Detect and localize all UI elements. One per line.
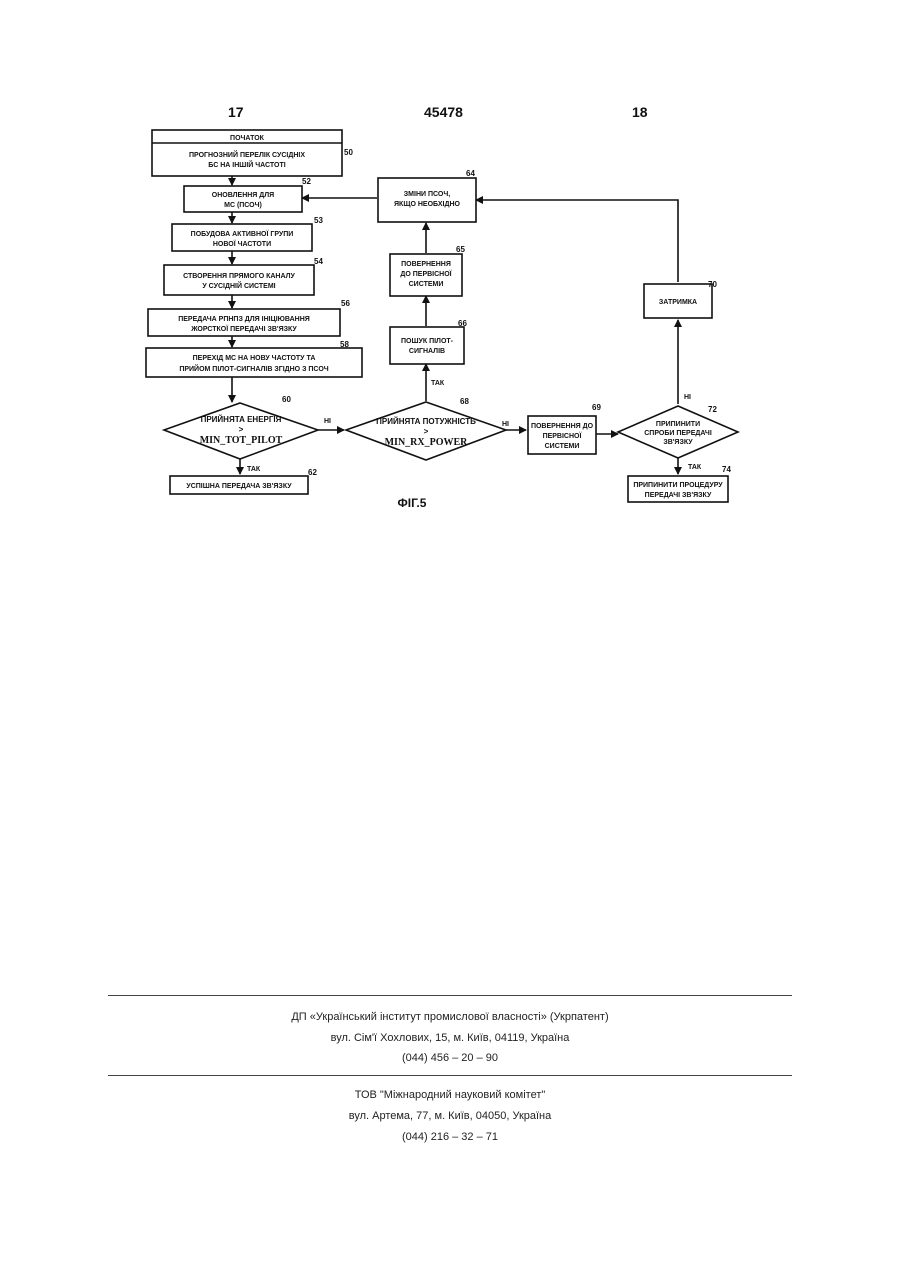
ref-60: 60 xyxy=(282,395,291,404)
box66-line2: СИГНАЛІВ xyxy=(409,348,445,355)
flowchart-figure-5: ПОЧАТОК ПРОГНОЗНИЙ ПЕРЕЛІК СУСІДНІХ БС Н… xyxy=(0,0,900,530)
box52-line1: ОНОВЛЕННЯ ДЛЯ xyxy=(212,192,274,199)
footer-phone1: (044) 456 – 20 – 90 xyxy=(0,1052,900,1064)
box62-label: УСПІШНА ПЕРЕДАЧА ЗВ'ЯЗКУ xyxy=(186,483,292,490)
ref-52: 52 xyxy=(302,177,311,186)
box58-line2: ПРИЙОМ ПІЛОТ-СИГНАЛІВ ЗГІДНО З ПСОЧ xyxy=(179,364,328,373)
dec60-no-label: НІ xyxy=(324,418,331,425)
dec72-line2: СПРОБИ ПЕРЕДАЧІ xyxy=(644,430,712,437)
box65-line2: ДО ПЕРВІСНОЇ xyxy=(400,270,452,278)
dec72-line1: ПРИПИНИТИ xyxy=(656,421,700,428)
ref-54: 54 xyxy=(314,257,323,266)
ref-58: 58 xyxy=(340,340,349,349)
dec60-yes-label: ТАК xyxy=(247,466,261,473)
box65-line3: СИСТЕМИ xyxy=(409,281,444,288)
dec60-line2: > xyxy=(239,425,244,434)
footer-addr1: вул. Сім'ї Хохлових, 15, м. Київ, 04119,… xyxy=(0,1032,900,1044)
figure-caption: ФІГ.5 xyxy=(398,496,427,510)
footer-phone2: (044) 216 – 32 – 71 xyxy=(0,1131,900,1143)
ref-68: 68 xyxy=(460,397,469,406)
dec68-line2: > xyxy=(424,427,429,436)
ref-70: 70 xyxy=(708,280,717,289)
dec68-no-label: НІ xyxy=(502,421,509,428)
box53-line1: ПОБУДОВА АКТИВНОЇ ГРУПИ xyxy=(191,230,294,238)
footer-rule-top xyxy=(108,995,792,996)
box69-line1: ПОВЕРНЕННЯ ДО xyxy=(531,423,594,430)
dec68-line3: MIN_RX_POWER xyxy=(385,437,469,448)
dec60-line3: MIN_TOT_PILOT xyxy=(200,435,283,446)
footer-org1: ДП «Український інститут промислової вла… xyxy=(0,1011,900,1023)
footer-org2: ТОВ "Міжнародний науковий комітет" xyxy=(0,1089,900,1101)
ref-53: 53 xyxy=(314,216,323,225)
box53-line2: НОВОЇ ЧАСТОТИ xyxy=(213,240,271,248)
box-54 xyxy=(164,265,314,295)
footer-addr2: вул. Артема, 77, м. Київ, 04050, Україна xyxy=(0,1110,900,1122)
box50-line2: БС НА ІНШІЙ ЧАСТОТІ xyxy=(208,160,285,169)
start-label: ПОЧАТОК xyxy=(230,135,265,142)
ref-56: 56 xyxy=(341,299,350,308)
box56-line2: ЖОРСТКОЇ ПЕРЕДАЧІ ЗВ'ЯЗКУ xyxy=(190,325,297,333)
box65-line1: ПОВЕРНЕННЯ xyxy=(401,261,451,268)
box-64 xyxy=(378,178,476,222)
box64-line2: ЯКЩО НЕОБХІДНО xyxy=(394,201,461,208)
box69-line3: СИСТЕМИ xyxy=(545,443,580,450)
box54-line2: У СУСІДНІЙ СИСТЕМІ xyxy=(202,281,275,290)
footer-rule-middle xyxy=(108,1075,792,1076)
ref-62: 62 xyxy=(308,468,317,477)
dec68-line1: ПРИЙНЯТА ПОТУЖНІСТЬ xyxy=(376,417,476,426)
ref-65: 65 xyxy=(456,245,465,254)
box50-line1: ПРОГНОЗНИЙ ПЕРЕЛІК СУСІДНІХ xyxy=(189,150,305,159)
box64-line1: ЗМІНИ ПСОЧ, xyxy=(404,191,450,198)
ref-64: 64 xyxy=(466,169,475,178)
ref-50: 50 xyxy=(344,148,353,157)
dec60-line1: ПРИЙНЯТА ЕНЕРГІЯ xyxy=(201,415,282,424)
box66-line1: ПОШУК ПІЛОТ- xyxy=(401,338,454,345)
dec72-no-label: НІ xyxy=(684,394,691,401)
dec68-yes-label: ТАК xyxy=(431,380,445,387)
ref-74: 74 xyxy=(722,465,731,474)
box69-line2: ПЕРВІСНОЇ xyxy=(543,432,583,440)
ref-69: 69 xyxy=(592,403,601,412)
dec72-line3: ЗВ'ЯЗКУ xyxy=(663,439,693,446)
box58-line1: ПЕРЕХІД МС НА НОВУ ЧАСТОТУ ТА xyxy=(193,355,316,362)
box-66 xyxy=(390,327,464,364)
box56-line1: ПЕРЕДАЧА РПНПЗ ДЛЯ ІНІЦІЮВАННЯ xyxy=(178,316,310,323)
ref-66: 66 xyxy=(458,319,467,328)
ref-72: 72 xyxy=(708,405,717,414)
box74-line1: ПРИПИНИТИ ПРОЦЕДУРУ xyxy=(633,482,723,489)
box70-label: ЗАТРИМКА xyxy=(659,299,697,306)
box74-line2: ПЕРЕДАЧІ ЗВ'ЯЗКУ xyxy=(645,492,712,499)
box54-line1: СТВОРЕННЯ ПРЯМОГО КАНАЛУ xyxy=(183,273,295,280)
dec72-yes-label: ТАК xyxy=(688,464,702,471)
box52-line2: МС (ПСОЧ) xyxy=(224,202,262,209)
